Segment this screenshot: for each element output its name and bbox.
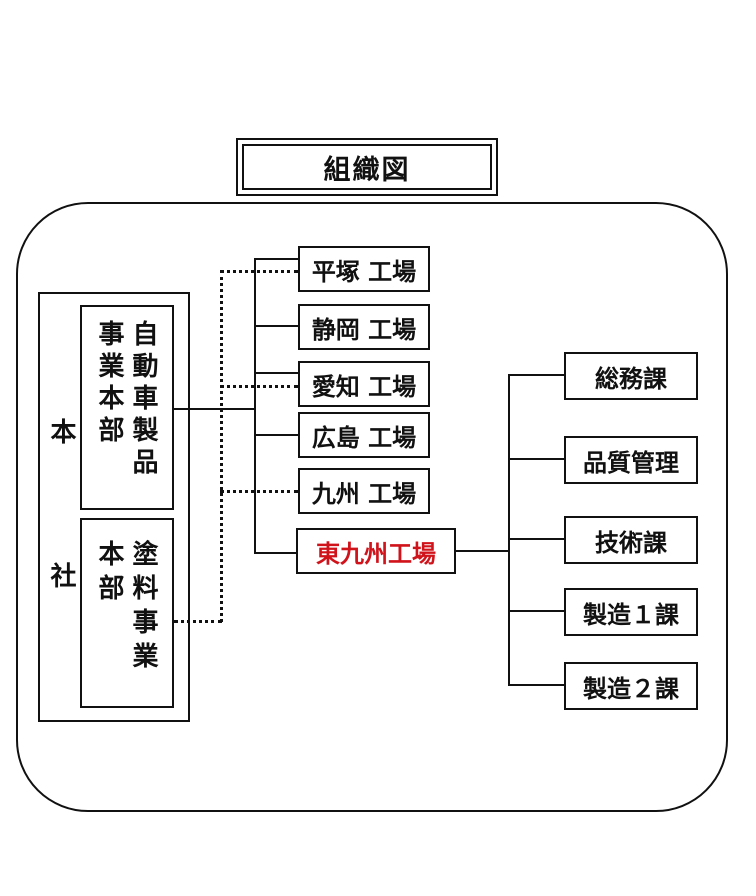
branch-hinshitsu xyxy=(508,458,564,460)
automotive-connector xyxy=(174,408,254,410)
section-somu: 総務課 xyxy=(564,352,698,400)
automotive-division-box xyxy=(80,305,174,510)
factory-hiroshima: 広島 工場 xyxy=(298,412,430,458)
headquarters-label-bottom: 社 xyxy=(46,562,76,596)
branch-aichi xyxy=(254,372,298,374)
factory-shizuoka: 静岡 工場 xyxy=(298,304,430,350)
branch-higashi-kyushu xyxy=(254,552,298,554)
branch-hiratsuka xyxy=(254,258,298,260)
dotted-branch-hiratsuka xyxy=(220,270,298,273)
branch-gijutsu xyxy=(508,538,564,540)
factory-kyushu: 九州 工場 xyxy=(298,468,430,514)
factory-higashi-kyushu: 東九州工場 xyxy=(296,528,456,574)
section-hinshitsu: 品質管理 xyxy=(564,436,698,484)
headquarters-label-top: 本 xyxy=(46,418,76,452)
dotted-branch-kyushu xyxy=(220,490,298,493)
branch-seizo1 xyxy=(508,610,564,612)
section-seizo1: 製造１課 xyxy=(564,588,698,636)
paint-connector xyxy=(174,620,222,623)
higashi-kyushu-connector xyxy=(456,550,510,552)
paint-trunk-dotted xyxy=(220,270,223,622)
branch-hiroshima xyxy=(254,434,298,436)
factory-hiratsuka: 平塚 工場 xyxy=(298,246,430,292)
branch-shizuoka xyxy=(254,325,298,327)
section-seizo2: 製造２課 xyxy=(564,662,698,710)
title-box: 組織図 xyxy=(236,138,498,196)
paint-division-box xyxy=(80,518,174,708)
paint-division-label: 塗料事業本部 xyxy=(94,540,158,676)
page-title: 組織図 xyxy=(242,144,492,190)
section-gijutsu: 技術課 xyxy=(564,516,698,564)
sections-trunk-line xyxy=(508,374,510,686)
factory-aichi: 愛知 工場 xyxy=(298,361,430,407)
outer-frame xyxy=(16,202,728,812)
automotive-division-label: 自動車製品事業本部 xyxy=(94,320,158,480)
factory-trunk-line xyxy=(254,258,256,552)
dotted-branch-aichi xyxy=(220,385,298,388)
branch-somu xyxy=(508,374,564,376)
branch-seizo2 xyxy=(508,684,564,686)
